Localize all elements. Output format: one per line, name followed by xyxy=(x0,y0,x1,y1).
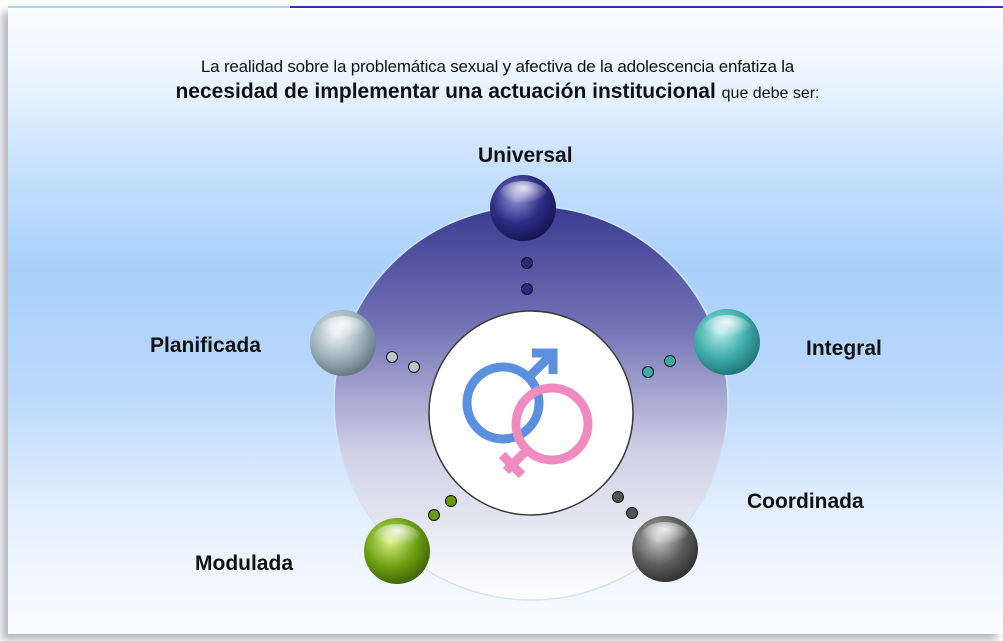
sphere-integral-icon xyxy=(694,309,760,375)
label-integral: Integral xyxy=(806,337,882,360)
label-modulada: Modulada xyxy=(195,552,293,575)
dot-coordinada-2 xyxy=(626,507,638,519)
sphere-coordinada-icon xyxy=(632,516,698,582)
female-symbol-icon xyxy=(498,383,593,479)
label-planificada: Planificada xyxy=(150,334,261,357)
slide-top-edge xyxy=(8,6,290,8)
center-circle xyxy=(428,310,634,516)
connector-dots xyxy=(386,257,676,521)
label-coordinada: Coordinada xyxy=(747,490,864,513)
sphere-modulada-icon xyxy=(364,518,430,584)
intro-emphasis: necesidad de implementar una actuación i… xyxy=(175,80,716,103)
dot-integral-2 xyxy=(642,366,654,378)
dot-modulada-2 xyxy=(428,509,440,521)
gender-symbols-icon xyxy=(462,348,593,479)
dot-modulada-1 xyxy=(445,495,457,507)
sphere-planificada-icon xyxy=(310,310,376,376)
dot-planificada-1 xyxy=(386,351,398,363)
dot-coordinada-1 xyxy=(612,491,624,503)
label-universal: Universal xyxy=(478,144,573,167)
dot-universal-2 xyxy=(521,283,533,295)
dot-planificada-2 xyxy=(408,361,420,373)
dot-integral-1 xyxy=(664,355,676,367)
intro-line-1: La realidad sobre la problemática sexual… xyxy=(200,57,795,76)
intro-line-2: necesidad de implementar una actuación i… xyxy=(0,78,995,108)
dot-universal-1 xyxy=(521,257,533,269)
male-symbol-icon xyxy=(462,348,558,444)
sphere-universal-icon xyxy=(490,175,556,241)
intro-text: La realidad sobre la problemática sexual… xyxy=(0,56,995,108)
intro-line-2-rest: que debe ser: xyxy=(721,85,820,102)
